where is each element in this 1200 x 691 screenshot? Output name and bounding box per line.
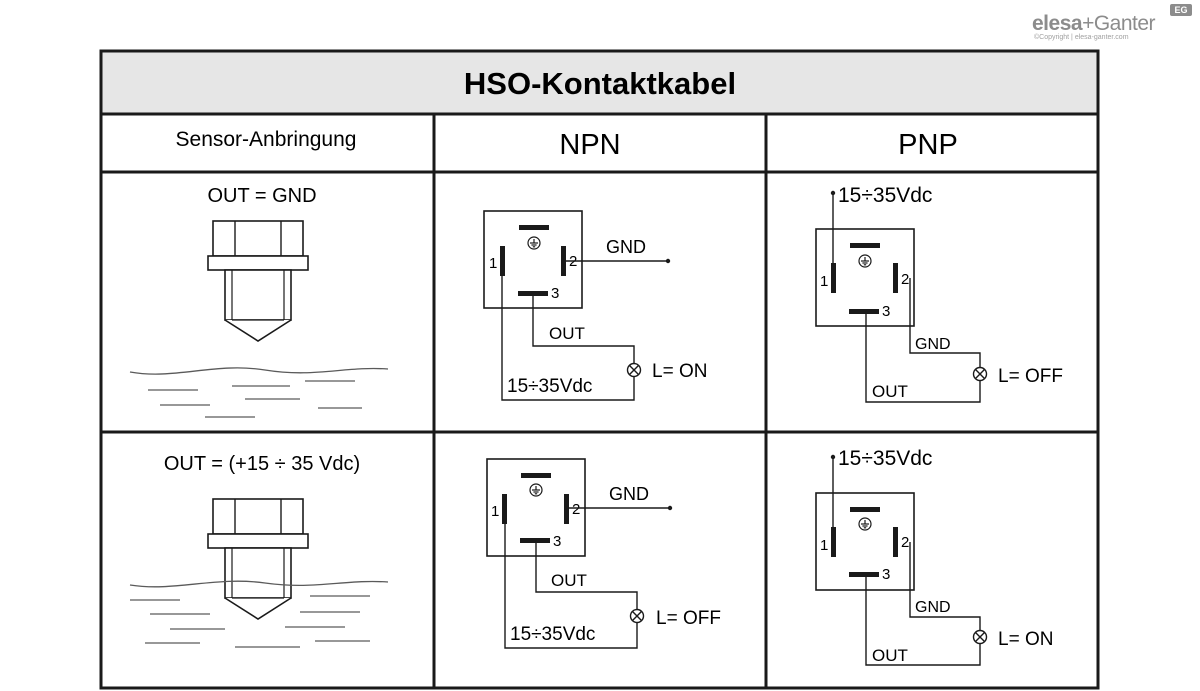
pnp1-pin2: 2	[901, 271, 909, 288]
water-surface-row1	[129, 367, 389, 418]
pnp2-out-label: OUT	[872, 646, 908, 665]
pnp2-pin2: 2	[901, 534, 909, 551]
header-sensor-mounting: Sensor-Anbringung	[176, 128, 357, 151]
pnp2-supply-label: 15÷35Vdc	[838, 447, 932, 470]
npn1-gnd-label: GND	[606, 237, 646, 257]
npn2-pin3: 3	[553, 533, 561, 550]
sensor-icon-submerged	[207, 498, 309, 620]
npn2-pin2: 2	[572, 501, 580, 518]
brand-badge: EG	[1170, 4, 1192, 16]
brand-name-elesa: elesa	[1032, 12, 1083, 35]
pnp1-gnd-label: GND	[915, 336, 951, 353]
pnp-diagram-row2: 1 2 3 15÷35Vdc GND L= ON OUT	[815, 447, 1053, 666]
brand-wordmark: elesa+Ganter	[1032, 12, 1156, 36]
brand-copyright: ©Copyright | elesa-ganter.com	[1034, 34, 1129, 41]
pnp1-pin3: 3	[882, 303, 890, 320]
npn1-supply-label: 15÷35Vdc	[507, 376, 592, 397]
table-title: HSO-Kontaktkabel	[464, 66, 736, 101]
pnp-diagram-row1: 1 2 3 15÷35Vdc GND L= OFF OUT	[815, 184, 1063, 403]
pnp2-pin3: 3	[882, 566, 890, 583]
header-npn: NPN	[559, 129, 620, 161]
pnp1-supply-label: 15÷35Vdc	[838, 184, 932, 207]
brand-logo: elesa+Ganter EG ©Copyright | elesa-gante…	[1030, 4, 1195, 44]
npn1-out-label: OUT	[549, 324, 585, 343]
row2-condition: OUT = (+15 ÷ 35 Vdc)	[164, 453, 360, 475]
npn1-lamp-label: L= ON	[652, 361, 707, 382]
pnp2-gnd-label: GND	[915, 599, 951, 616]
row1-condition: OUT = GND	[207, 185, 316, 207]
pnp2-lamp-label: L= ON	[998, 629, 1053, 650]
npn2-out-label: OUT	[551, 571, 587, 590]
header-pnp: PNP	[898, 129, 958, 161]
npn2-pin1: 1	[491, 503, 499, 520]
pnp1-lamp-label: L= OFF	[998, 366, 1063, 387]
sensor-icon-above-water	[207, 220, 309, 342]
npn-diagram-row2: 1 2 3 GND OUT L= OFF 15÷35Vdc	[486, 458, 721, 649]
pnp2-pin1: 1	[820, 537, 828, 554]
npn2-lamp-label: L= OFF	[656, 608, 721, 629]
water-surface-row2	[129, 580, 389, 648]
pnp1-out-label: OUT	[872, 382, 908, 401]
title-band	[101, 51, 1098, 114]
pnp1-pin1: 1	[820, 273, 828, 290]
npn-diagram-row1: 1 2 3 GND OUT L= ON 15÷35Vdc	[483, 210, 707, 401]
npn2-supply-label: 15÷35Vdc	[510, 624, 595, 645]
npn2-gnd-label: GND	[609, 484, 649, 504]
npn1-pin3: 3	[551, 285, 559, 302]
brand-plus: +	[1082, 12, 1094, 35]
npn1-pin1: 1	[489, 255, 497, 272]
brand-name-ganter: Ganter	[1093, 12, 1156, 35]
